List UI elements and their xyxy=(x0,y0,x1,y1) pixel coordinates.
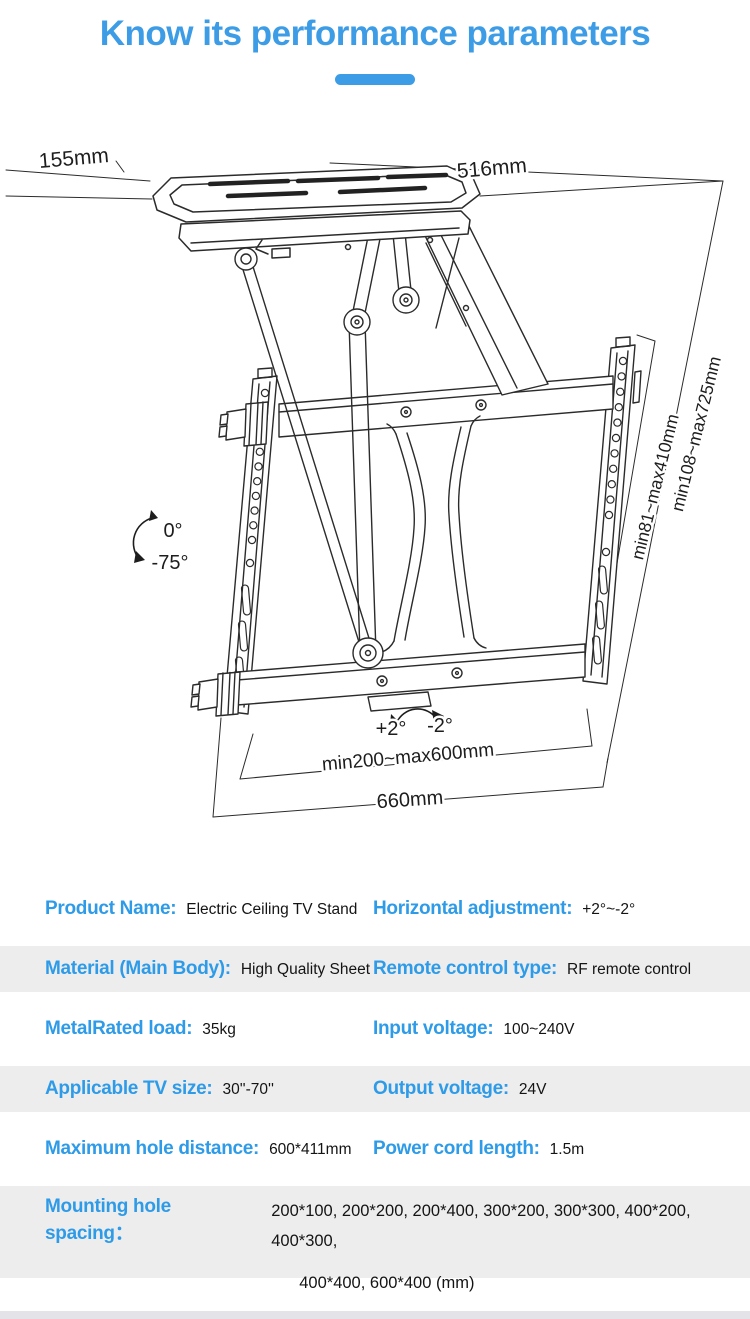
ceiling-plate xyxy=(152,165,481,259)
dim-label-width-range: min200~max600mm xyxy=(321,740,495,776)
rail-clamps xyxy=(190,401,269,717)
spec-label: Remote control type: xyxy=(373,958,558,979)
spec-label: Power cord length: xyxy=(373,1138,540,1159)
spec-cell: Product Name: Electric Ceiling TV Stand xyxy=(45,898,373,920)
spec-value: 1.5m xyxy=(549,1141,585,1158)
spec-cell: Input voltage: 100~240V xyxy=(373,1018,750,1040)
page-title: Know its performance parameters xyxy=(99,14,651,53)
ceiling-tv-mount-drawing: 155mm 516mm 0° -75° min81~max410mm min10… xyxy=(5,141,727,818)
spec-label: MetalRated load: xyxy=(45,1018,193,1039)
spec-label: Product Name: xyxy=(45,898,177,919)
tilt-arrow xyxy=(132,510,158,563)
spec-cell: Remote control type: RF remote control xyxy=(373,958,750,980)
spec-row-product-name: Product Name: Electric Ceiling TV Stand H… xyxy=(0,886,750,932)
spec-value: 100~240V xyxy=(503,1021,575,1038)
spec-cell: Output voltage: 24V xyxy=(373,1078,750,1100)
tilt-label-75deg: -75° xyxy=(152,552,189,574)
dim-label-660mm: 660mm xyxy=(376,787,444,814)
spec-value-multiline: 200*100, 200*200, 200*400, 300*200, 300*… xyxy=(271,1196,750,1298)
swivel-arrow xyxy=(390,708,444,726)
spec-label: Input voltage: xyxy=(373,1018,494,1039)
swivel-label-plus2: +2° xyxy=(376,718,407,740)
spec-cell: MetalRated load: 35kg xyxy=(45,1018,373,1040)
right-rail-holes xyxy=(591,356,628,665)
spec-cell: Applicable TV size: 30''-70'' xyxy=(45,1078,373,1100)
spec-label: Horizontal adjustment: xyxy=(373,898,573,919)
footer-bar xyxy=(0,1311,750,1319)
page-header: Know its performance parameters xyxy=(0,0,750,130)
spec-value-line2: 400*400, 600*400 (mm) xyxy=(299,1274,475,1292)
dim-label-516mm: 516mm xyxy=(456,154,528,183)
spec-row-hole-distance: Maximum hole distance: 600*411mm Power co… xyxy=(0,1126,750,1172)
spec-cell: Power cord length: 1.5m xyxy=(373,1138,750,1160)
tv-bracket xyxy=(190,336,642,717)
center-plate xyxy=(381,415,487,653)
spec-value: High Quality Sheet xyxy=(240,961,371,978)
spec-value: 30''-70'' xyxy=(222,1081,274,1098)
tilt-label-0deg: 0° xyxy=(163,520,182,542)
spec-row-tv-size: Applicable TV size: 30''-70'' Output volt… xyxy=(0,1066,750,1112)
product-diagram: 155mm 516mm 0° -75° min81~max410mm min10… xyxy=(0,130,750,860)
spec-label: Output voltage: xyxy=(373,1078,509,1099)
spec-value: 600*411mm xyxy=(269,1141,352,1158)
spec-value-line1: 200*100, 200*200, 200*400, 300*200, 300*… xyxy=(271,1202,691,1250)
dim-label-155mm: 155mm xyxy=(38,144,110,173)
swivel-label-minus2: -2° xyxy=(427,715,453,737)
spec-value: RF remote control xyxy=(567,961,692,978)
spec-label: Mounting hole spacing： xyxy=(45,1196,171,1244)
spec-row-material: Material (Main Body):High Quality Sheet … xyxy=(0,946,750,992)
spec-value: Electric Ceiling TV Stand xyxy=(186,901,358,918)
spec-label: Material (Main Body): xyxy=(45,958,231,979)
spec-cell: Horizontal adjustment: +2°~-2° xyxy=(373,898,750,920)
spec-cell: Maximum hole distance: 600*411mm xyxy=(45,1138,373,1160)
spec-table: Product Name: Electric Ceiling TV Stand H… xyxy=(0,886,750,1292)
spec-label: Maximum hole distance: xyxy=(45,1138,260,1159)
spec-value: 35kg xyxy=(202,1021,236,1038)
title-divider xyxy=(335,74,415,85)
spec-cell: Material (Main Body): High Quality Sheet xyxy=(45,958,373,980)
spec-value: +2°~-2° xyxy=(582,901,636,918)
spec-value: 24V xyxy=(518,1081,547,1098)
lift-mechanism xyxy=(234,211,549,669)
spec-label: Applicable TV size: xyxy=(45,1078,213,1099)
spec-row-rated-load: MetalRated load: 35kg Input voltage: 100~2… xyxy=(0,1006,750,1052)
spec-row-mounting-holes: Mounting hole spacing： 200*100, 200*200,… xyxy=(0,1186,750,1292)
dimension-lines xyxy=(5,160,724,818)
